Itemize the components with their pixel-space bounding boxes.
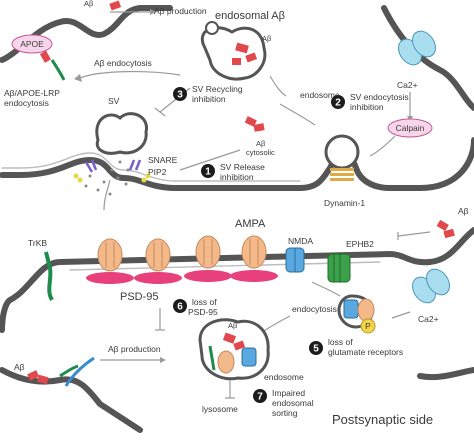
ab-left-label: Aβ: [14, 362, 25, 372]
endosome-top-label: endosome: [300, 90, 340, 100]
ampa-receptors: AMPA: [97, 218, 267, 272]
nmda-label: NMDA: [288, 236, 313, 246]
step-7-text-1: Impaired: [272, 388, 305, 398]
step-5: 5 loss of glutamate receptors: [309, 337, 403, 357]
step-2: 2 SV endocytosis inhibition: [331, 92, 409, 112]
ab-endocytosis-arrow: Aβ endocytosis: [74, 58, 181, 82]
step-2-text-2: inhibition: [350, 102, 384, 112]
ab-cytosolic-label-2: cytosolic: [246, 148, 275, 157]
step-1-text-1: SV Release: [220, 162, 265, 172]
calcium-channel-bottom: Ca2+: [391, 268, 450, 324]
dynamin-1: Dynamin-1: [324, 134, 365, 208]
trkb-label: TrKB: [28, 238, 47, 248]
apoe-ligand: APOE: [11, 34, 66, 81]
calcium-channel-top: Ca2+: [397, 30, 436, 122]
step-1-text-2: inhibition: [220, 172, 254, 182]
ephb2-receptor: EPHB2: [327, 239, 374, 283]
step-2-number: 2: [335, 98, 341, 109]
ab-endocytosis-label: Aβ endocytosis: [94, 58, 152, 68]
step-3: 3 SV Recycling inhibition: [173, 84, 243, 104]
snare-label: SNARE: [148, 155, 178, 165]
dynamin-label: Dynamin-1: [324, 198, 365, 208]
ab-top-cut-label: Aβ: [84, 0, 94, 8]
endosome-bottom: Aβ endosome: [198, 318, 304, 382]
endosome-bottom-label: endosome: [264, 372, 304, 382]
calpain-label: Calpain: [396, 123, 425, 133]
endocytosis-post-label: endocytosis: [292, 304, 337, 314]
step-6-text-1: loss of: [192, 297, 217, 307]
ca2-bottom-label: Ca2+: [418, 314, 439, 324]
endosomal-ab-top-label: Aβ: [262, 34, 272, 43]
ab-cytosolic-label-1: Aβ: [256, 139, 266, 148]
ab-right-label: Aβ: [458, 206, 469, 216]
ab-apoe-lrp-label-1: Aβ/APOE-LRP: [4, 88, 60, 98]
synaptic-vesicle-cluster: SV SNARE PIP2: [73, 96, 178, 196]
p-site-label: P: [365, 321, 371, 331]
pip2-label: PIP2: [148, 167, 167, 177]
step-5-text-2: glutamate receptors: [328, 347, 403, 357]
step-7-text-3: sorting: [272, 408, 298, 418]
postsynaptic-membrane: [0, 227, 474, 433]
ab-right: Aβ: [397, 206, 469, 240]
step-6-number: 6: [177, 302, 183, 313]
endosomal-ab-title: endosomal Aβ: [215, 10, 285, 22]
step-3-text-1: SV Recycling: [192, 84, 243, 94]
nmda-receptor: NMDA: [285, 236, 313, 273]
psd-95-scaffold: PSD-95: [86, 270, 278, 303]
ab-apoe-lrp-label-2: endocytosis: [4, 98, 49, 108]
step-7: 7 Impaired endosomal sorting: [253, 388, 314, 418]
ephb2-label: EPHB2: [346, 239, 374, 249]
step-2-text-1: SV endocytosis: [350, 92, 409, 102]
ab-production-top: Aβ production: [109, 0, 207, 16]
ab-production-bottom: Aβ Aβ production: [14, 344, 166, 387]
step-6-text-2: PSD-95: [188, 307, 218, 317]
step-3-text-2: inhibition: [192, 94, 226, 104]
endosomal-ab-top: endosomal Aβ Aβ endosome: [201, 10, 340, 100]
step-7-text-2: endosomal: [272, 398, 314, 408]
ab-production-top-label: Aβ production: [154, 6, 207, 16]
ab-cytosolic: Aβ cytosolic: [244, 116, 275, 157]
lysosome-label: lysosome: [202, 404, 238, 414]
apoe-label: APOE: [20, 39, 44, 49]
trkb-receptor: TrKB: [28, 238, 54, 302]
ab-in-endosome-bottom-label: Aβ: [228, 321, 238, 330]
step-1: 1 SV Release inhibition: [201, 162, 265, 182]
step-1-number: 1: [205, 167, 211, 178]
step-6: 6 loss of PSD-95: [155, 297, 218, 331]
ampa-label: AMPA: [235, 218, 266, 230]
ab-production-bottom-label: Aβ production: [108, 344, 161, 354]
calpain: Calpain: [369, 118, 433, 157]
lysosome: lysosome: [202, 380, 238, 414]
sv-label: SV: [108, 96, 120, 106]
ca2-top-label: Ca2+: [397, 80, 418, 90]
ab-apoe-lrp-endocytosis: Aβ/APOE-LRP endocytosis: [4, 88, 60, 108]
step-3-number: 3: [177, 90, 183, 101]
step-5-number: 5: [313, 344, 319, 355]
psd95-label: PSD-95: [120, 291, 159, 303]
step-7-number: 7: [257, 392, 263, 403]
postsynaptic-side-caption: Postsynaptic side: [332, 412, 433, 427]
step-5-text-1: loss of: [328, 337, 353, 347]
